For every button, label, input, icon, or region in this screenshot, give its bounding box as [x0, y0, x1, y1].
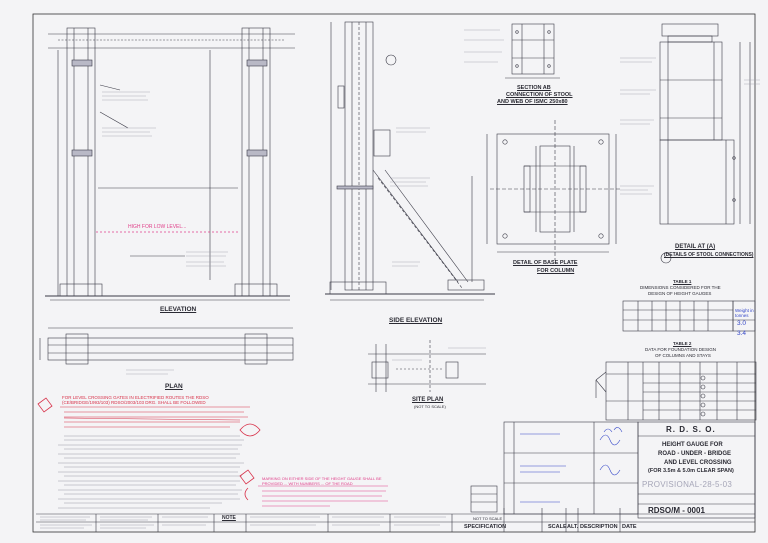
table1-weight-2: 3.4 — [737, 330, 747, 337]
red-revision-note: FOR LEVEL CROSSING GATES IN ELECTRIFIED … — [62, 395, 209, 406]
title-block-frame — [36, 421, 756, 532]
section-ab-title: SECTION AB — [517, 85, 551, 91]
side-elevation-title: SIDE ELEVATION — [389, 317, 443, 324]
side-elevation-view — [325, 21, 495, 301]
detail-a-subtitle: (DETAILS OF STOOL CONNECTIONS) — [664, 252, 754, 258]
table1-weight-1: 3.0 — [737, 320, 747, 327]
detail-a-view — [659, 23, 751, 264]
elevation-title: ELEVATION — [160, 306, 197, 313]
section-ab-subtitle-1: CONNECTION OF STOOL — [506, 92, 573, 98]
provisional-stamp: PROVISIONAL-28-5-03 — [642, 480, 733, 489]
table2-subtitle-1: DATA FOR FOUNDATION DESIGN — [645, 347, 717, 352]
table1-subtitle-2: DESIGN OF HEIGHT GAUGES — [648, 291, 712, 296]
base-plate-detail — [486, 120, 620, 260]
elevation-callout: HIGH FOR LOW LEVEL... — [128, 224, 187, 230]
section-ab-view — [505, 23, 560, 79]
notes-heading: NOTE — [222, 515, 236, 521]
plan-title: PLAN — [165, 383, 183, 390]
table2-grid — [595, 361, 757, 421]
site-plan-title: SITE PLAN — [412, 397, 444, 403]
detail-a-title: DETAIL AT (A) — [675, 244, 716, 250]
table1-grid — [622, 300, 756, 332]
general-notes-lines — [58, 435, 244, 509]
magenta-marking-note: MARKING ON EITHER SIDE OF THE HEIGHT GAU… — [262, 476, 382, 486]
title-block-org: R. D. S. O. — [666, 425, 716, 434]
table1-title: TABLE 1 — [673, 279, 692, 284]
table1-subtitle-1: DIMENSIONS CONSIDERED FOR THE — [640, 285, 721, 290]
title-block-line-3: AND LEVEL CROSSING — [664, 460, 732, 466]
site-plan-view — [368, 340, 486, 392]
section-ab-subtitle-2: AND WEB OF ISMC 250x80 — [497, 99, 568, 105]
title-block-line-1: HEIGHT GAUGE FOR — [662, 442, 723, 448]
label-alt: ALT. — [567, 524, 579, 530]
base-plate-subtitle: FOR COLUMN — [537, 268, 575, 274]
table1-weight-label: Weight in tonnes — [735, 308, 754, 318]
title-block-line-4: (FOR 3.5m & 5.0m CLEAR SPAN) — [648, 468, 734, 474]
label-description: DESCRIPTION — [580, 524, 618, 530]
sheet-border — [32, 13, 756, 533]
base-plate-title: DETAIL OF BASE PLATE — [513, 260, 578, 266]
table2-title: TABLE 2 — [673, 341, 692, 346]
plan-view — [39, 327, 294, 365]
elevation-view — [45, 27, 295, 301]
label-specification: SPECIFICATION — [464, 524, 507, 530]
drawing-number: RDSO/M - 0001 — [648, 506, 705, 515]
table2-subtitle-2: OF COLUMNS AND STAYS — [655, 353, 711, 358]
label-date: DATE — [622, 524, 637, 530]
site-plan-scale: (NOT TO SCALE) — [414, 404, 446, 409]
label-scale: SCALE — [548, 524, 567, 530]
title-block-line-2: ROAD - UNDER - BRIDGE — [658, 451, 731, 457]
not-to-scale: NOT TO SCALE — [473, 516, 503, 521]
